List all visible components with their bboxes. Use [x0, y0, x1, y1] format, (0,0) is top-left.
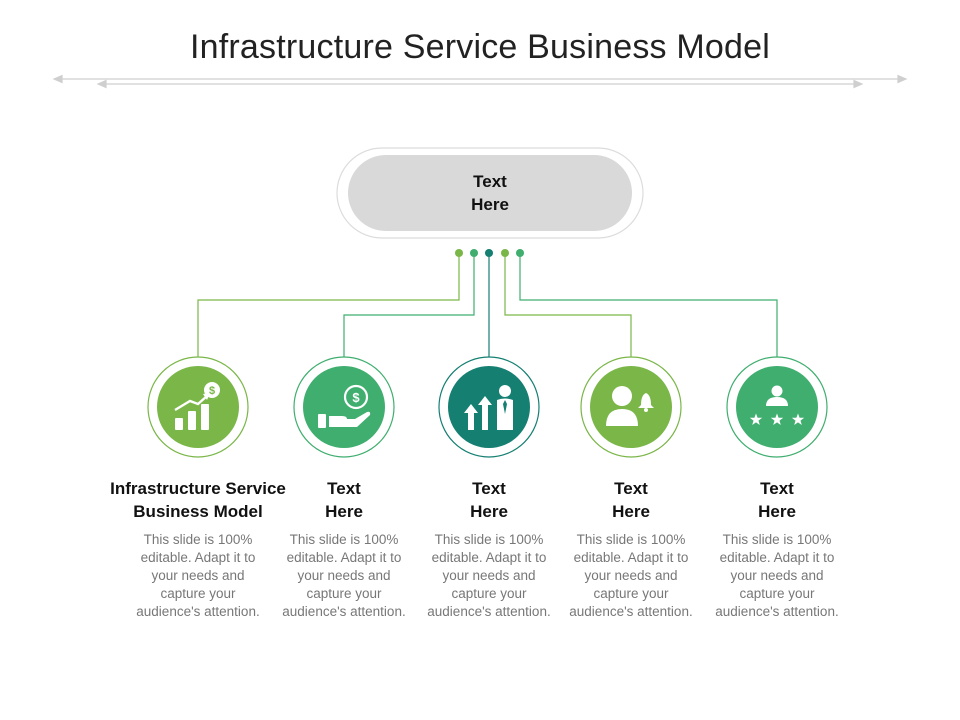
item-circle-1	[147, 356, 249, 458]
connector-dot-3	[485, 249, 493, 257]
item-heading-5: Text Here	[758, 479, 796, 521]
growth-chart-dollar-icon: $	[174, 382, 220, 430]
item-heading-2: Text Here	[325, 479, 363, 521]
connector-dot-5	[516, 249, 524, 257]
item-description-5: This slide is 100% editable. Adapt it to…	[715, 532, 839, 619]
item-description-4: This slide is 100% editable. Adapt it to…	[569, 532, 693, 619]
hand-dollar-coin-icon: $	[318, 384, 371, 428]
connector-dot-2	[470, 249, 478, 257]
item-circle-5	[726, 356, 828, 458]
slide-title: Infrastructure Service Business Model	[190, 28, 770, 66]
person-bell-icon	[606, 386, 654, 426]
item-heading-3: Text Here	[470, 479, 508, 521]
title-underline-arrows	[52, 74, 908, 89]
item-heading-4: Text Here	[612, 479, 650, 521]
item-heading-1: Infrastructure Service Business Model	[110, 479, 286, 521]
connector-1	[197, 253, 460, 357]
svg-text:$: $	[352, 390, 360, 405]
connector-dot-4	[501, 249, 509, 257]
connector-lines	[197, 253, 778, 357]
item-description-3: This slide is 100% editable. Adapt it to…	[427, 532, 551, 619]
connector-4	[504, 253, 632, 357]
businessman-arrows-icon	[464, 385, 513, 430]
item-circle-3	[438, 356, 540, 458]
svg-text:$: $	[209, 385, 215, 397]
item-description-1: This slide is 100% editable. Adapt it to…	[136, 532, 260, 619]
connector-2	[343, 253, 475, 357]
connector-5	[519, 253, 778, 357]
connector-dots	[455, 249, 524, 257]
person-stars-icon	[749, 385, 805, 425]
item-description-2: This slide is 100% editable. Adapt it to…	[282, 532, 406, 619]
item-circle-4	[580, 356, 682, 458]
top-box-label: Text Here	[471, 172, 509, 214]
top-box	[336, 147, 644, 239]
connector-dot-1	[455, 249, 463, 257]
item-circle-2	[293, 356, 395, 458]
